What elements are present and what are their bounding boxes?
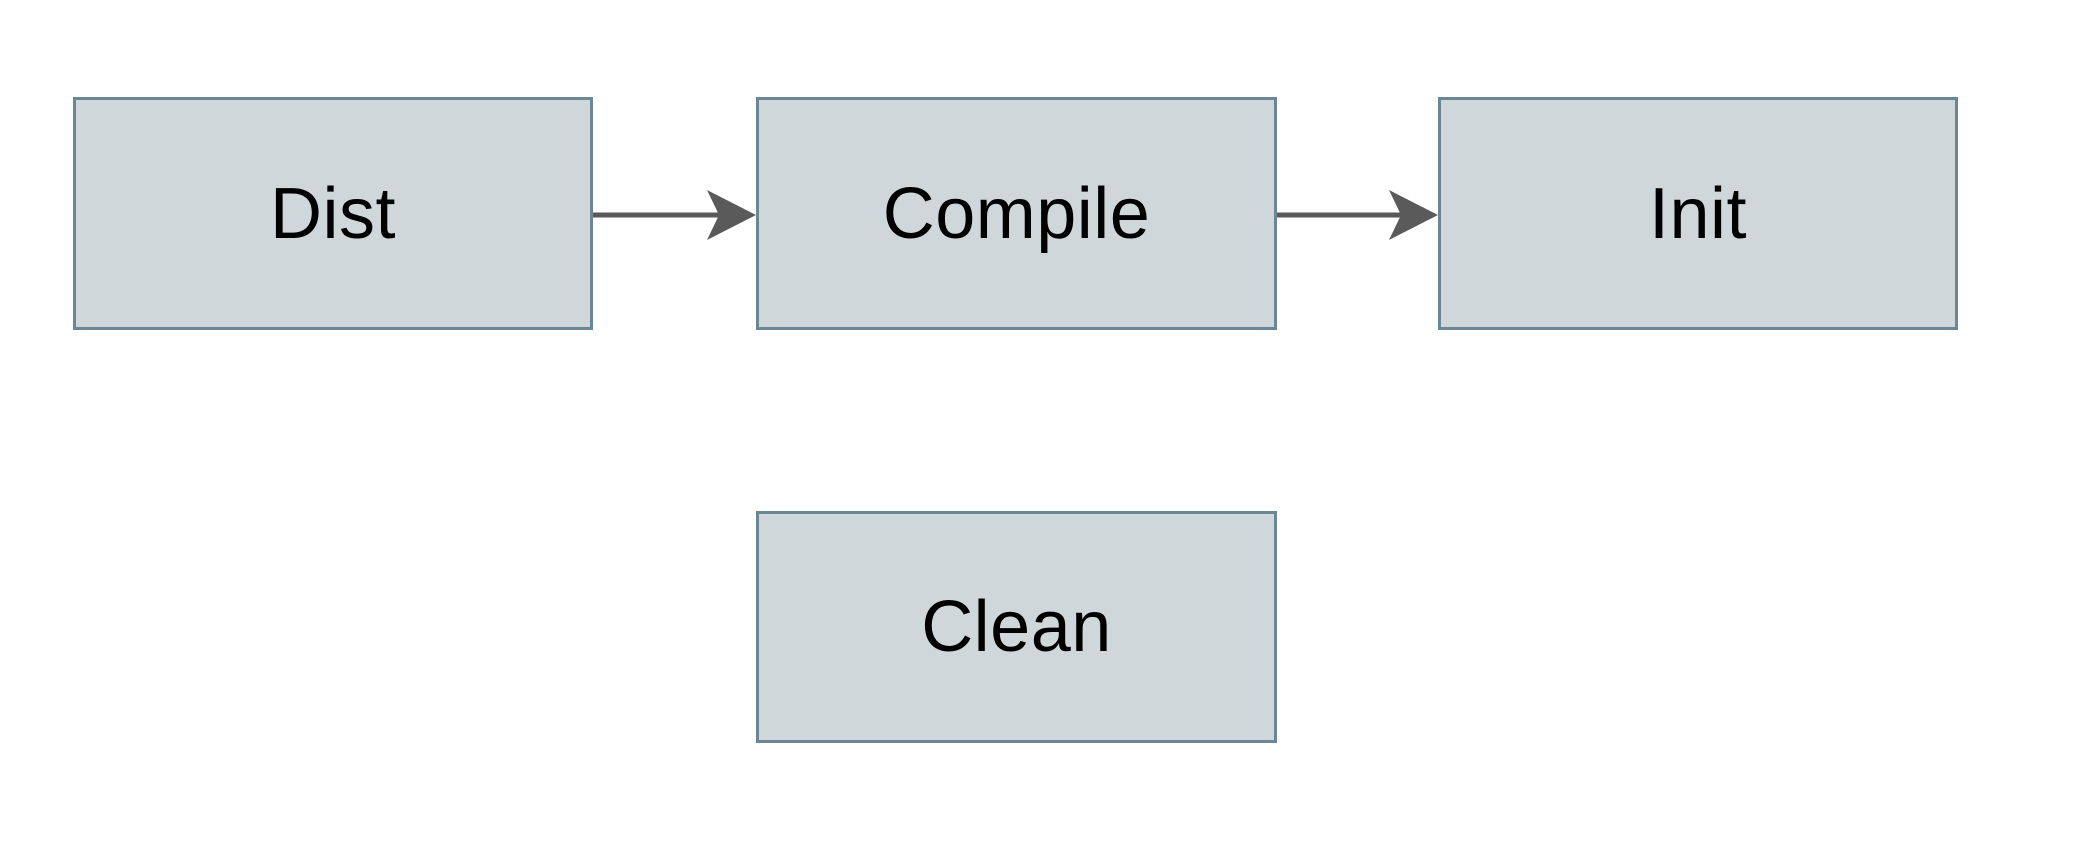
edge-compile-to-init[interactable] [1277, 190, 1438, 240]
node-dist[interactable]: Dist [73, 97, 593, 330]
edge-dist-to-compile[interactable] [593, 190, 756, 240]
node-label: Compile [882, 173, 1151, 254]
arrowhead-icon [707, 190, 756, 240]
node-label: Dist [270, 173, 396, 254]
node-init[interactable]: Init [1438, 97, 1958, 330]
arrowhead-icon [1389, 190, 1438, 240]
node-compile[interactable]: Compile [756, 97, 1277, 330]
node-label: Init [1648, 173, 1748, 254]
node-clean[interactable]: Clean [756, 511, 1277, 743]
node-label: Clean [921, 587, 1112, 667]
